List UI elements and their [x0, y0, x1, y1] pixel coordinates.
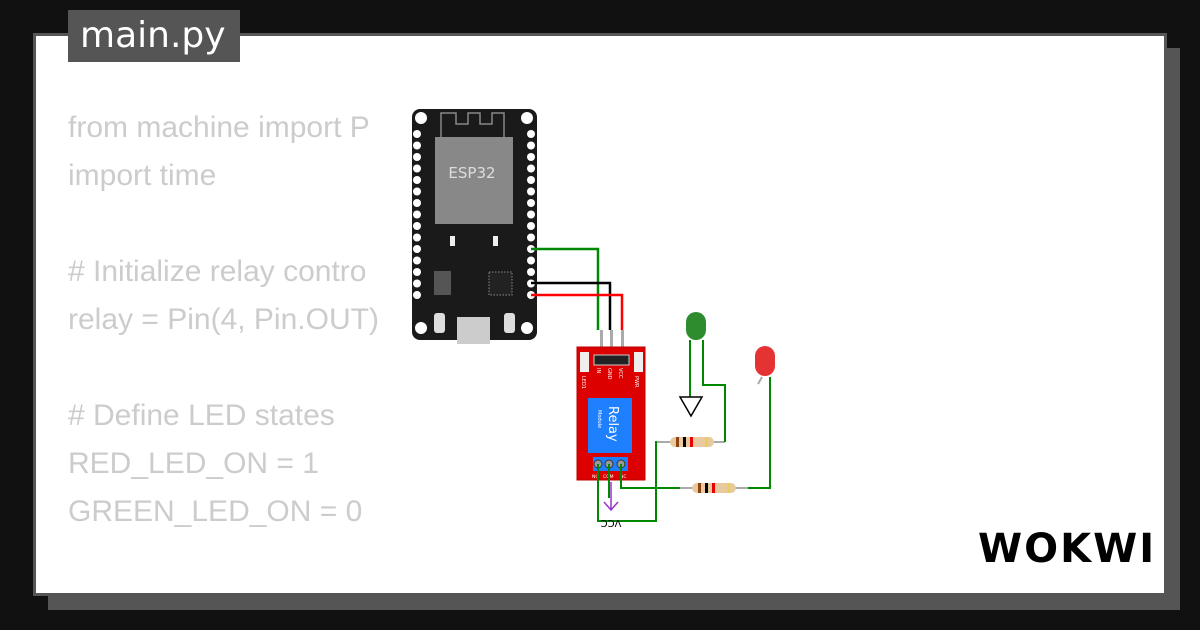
esp32-pin[interactable] — [527, 153, 535, 161]
code-line: import time — [68, 159, 217, 192]
relay-module[interactable]: IN GND VCC LED1 PWR Relay Module NO COM … — [576, 330, 646, 481]
esp32-pin[interactable] — [413, 141, 421, 150]
esp32-pin[interactable] — [413, 279, 421, 288]
esp32-pin[interactable] — [527, 176, 535, 184]
ground-icon — [678, 396, 704, 418]
code-line: # Define LED states — [68, 399, 335, 432]
pwr-label: PWR — [633, 376, 639, 388]
esp32-pin[interactable] — [527, 199, 535, 207]
esp32-board[interactable]: ESP32 — [412, 109, 537, 344]
led1-label: LED1 — [580, 376, 586, 389]
vcc-symbol: VCC — [601, 482, 622, 528]
wire-green-in — [531, 247, 600, 330]
wire-black-gnd — [531, 281, 612, 330]
esp32-pin[interactable] — [527, 187, 535, 196]
esp32-pin[interactable] — [413, 130, 421, 138]
led-red[interactable] — [748, 346, 775, 489]
esp32-pin[interactable] — [413, 233, 421, 242]
esp32-pin[interactable] — [413, 187, 421, 196]
esp32-pin[interactable] — [527, 210, 535, 219]
esp32-label: ESP32 — [448, 164, 495, 182]
esp32-pin[interactable] — [413, 210, 421, 219]
code-line: RED_LED_ON = 1 — [68, 447, 319, 480]
led-green[interactable] — [678, 312, 726, 442]
wire-red-vcc — [531, 293, 624, 330]
esp32-pin[interactable] — [413, 268, 421, 276]
code-line: relay = Pin(4, Pin.OUT) — [68, 303, 379, 336]
pin-label-gnd: GND — [606, 368, 612, 380]
pin-label-in: IN — [595, 368, 601, 373]
file-tab[interactable]: main.py — [68, 10, 240, 62]
relay-sublabel: Module — [596, 410, 602, 428]
code-line: # Initialize relay contro — [68, 255, 367, 288]
esp32-pin[interactable] — [527, 141, 535, 150]
relay-label: Relay — [605, 406, 620, 442]
wokwi-logo: WOKWI — [978, 526, 1157, 572]
esp32-pin[interactable] — [413, 256, 421, 265]
esp32-pin[interactable] — [527, 256, 535, 265]
code-line: GREEN_LED_ON = 0 — [68, 495, 363, 528]
esp32-pin[interactable] — [413, 164, 421, 173]
esp32-pin[interactable] — [527, 130, 535, 138]
esp32-pin[interactable] — [413, 176, 421, 184]
code-line: from machine import P — [68, 111, 370, 144]
resistor-1[interactable] — [657, 437, 725, 447]
resistor-2[interactable] — [680, 483, 748, 493]
esp32-pin[interactable] — [527, 222, 535, 230]
code-preview: from machine import P import time # Init… — [68, 104, 379, 536]
esp32-pin[interactable] — [527, 268, 535, 276]
esp32-pin[interactable] — [413, 245, 421, 253]
esp32-pin[interactable] — [413, 222, 421, 230]
vcc-label: VCC — [601, 517, 622, 528]
terminal-no: NO — [592, 474, 599, 480]
terminal-nc: NC — [620, 474, 627, 480]
esp32-pin[interactable] — [413, 153, 421, 161]
esp32-pin[interactable] — [527, 164, 535, 173]
wire-nc — [620, 464, 680, 489]
esp32-pin[interactable] — [413, 291, 421, 299]
pin-label-vcc: VCC — [617, 368, 623, 379]
esp32-pin[interactable] — [527, 233, 535, 242]
preview-panel: from machine import P import time # Init… — [33, 33, 1167, 596]
esp32-pin[interactable] — [413, 199, 421, 207]
